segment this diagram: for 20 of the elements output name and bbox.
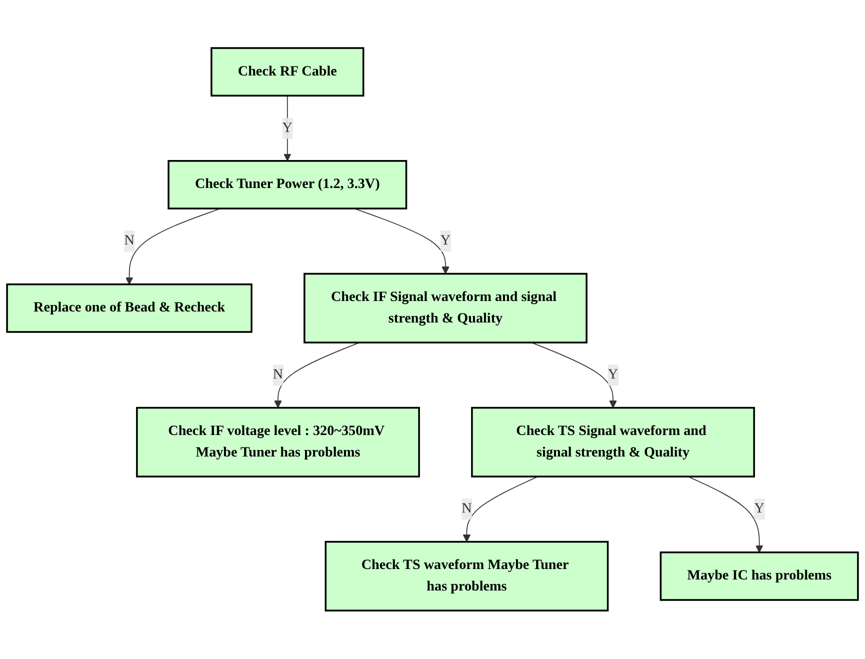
arrow — [284, 95, 292, 162]
edge-label: Y — [282, 120, 292, 136]
arrow — [462, 476, 538, 542]
edge-label: Y — [754, 501, 764, 516]
node-box: Check IF voltage level : 320~350mV Maybe Tuner has problems — [136, 407, 420, 478]
edge-label: N — [272, 367, 284, 382]
arrow — [688, 476, 764, 553]
node-box: Check IF Signal waveform and signal strength & Quality — [304, 273, 588, 344]
edge-label: Y — [608, 367, 618, 382]
node-box: Replace one of Bead & Recheck — [6, 284, 252, 334]
node-box: Maybe IC has problems — [660, 552, 859, 602]
node-box: Check RF Cable — [210, 47, 364, 97]
edge-label: Y — [440, 233, 451, 248]
arrow — [531, 342, 617, 408]
arrow — [274, 342, 360, 408]
node-box: Check Tuner Power (1.2, 3.3V) — [168, 160, 408, 210]
node-box: Check TS Signal waveform and signal strength & Quality — [471, 407, 755, 478]
edge-label: N — [124, 233, 134, 248]
edge-label: N — [462, 501, 472, 516]
node-box: Check TS waveform Maybe Tuner has problems — [324, 541, 609, 612]
